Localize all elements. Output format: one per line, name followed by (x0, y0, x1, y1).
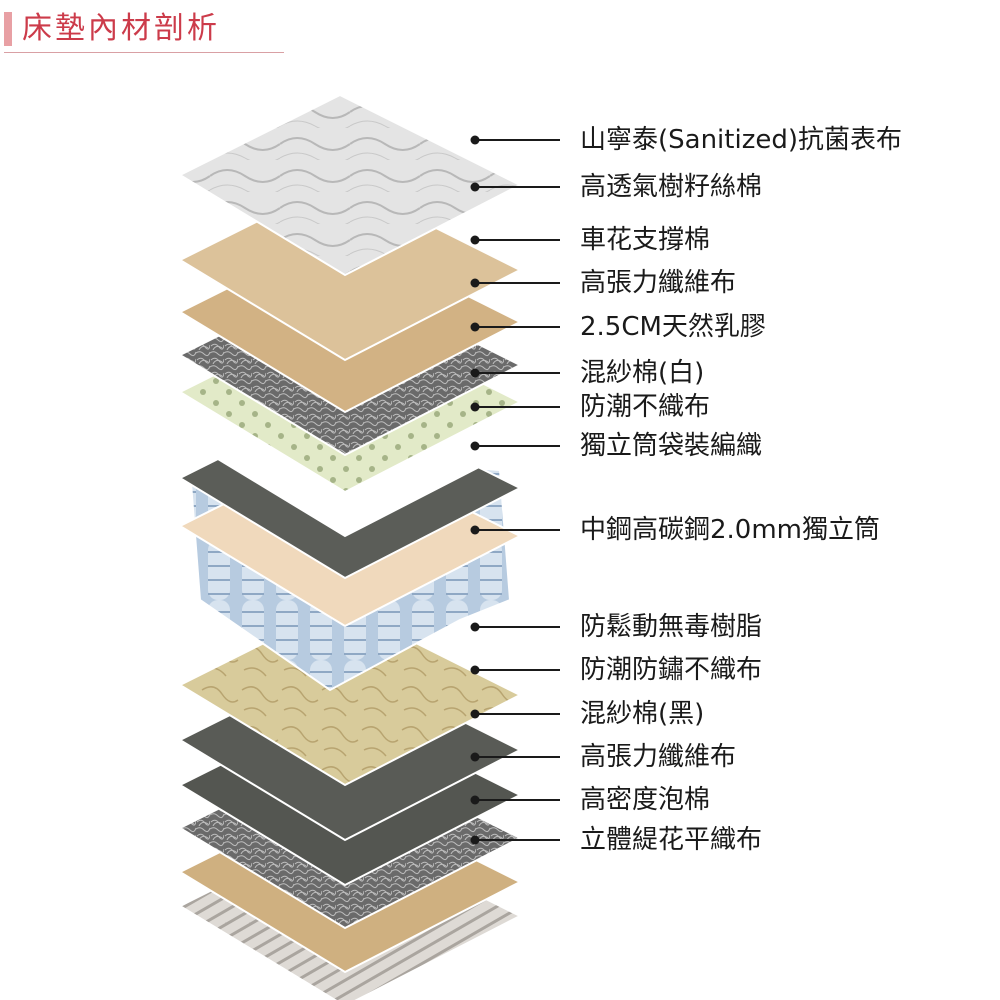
layer-label: 混紗棉(黑) (580, 699, 705, 729)
layer-label: 中鋼高碳鋼2.0mm獨立筒 (580, 515, 881, 545)
layer-label: 防潮不織布 (580, 392, 711, 422)
layer-label: 防鬆動無毒樹脂 (580, 612, 763, 642)
layer-label: 高密度泡棉 (580, 785, 711, 815)
layer-label: 立體緹花平織布 (580, 825, 763, 855)
layer-label: 車花支撐棉 (580, 225, 711, 255)
leader-dot (470, 135, 480, 145)
layer-label: 防潮防鏽不織布 (580, 655, 763, 685)
layer-label: 2.5CM天然乳膠 (580, 312, 766, 342)
leader-dot (470, 368, 480, 378)
page-title: 床墊內材剖析 (22, 11, 220, 46)
layer-label: 山寧泰(Sanitized)抗菌表布 (580, 125, 902, 155)
leader-dot (470, 752, 480, 762)
leader-dot (470, 235, 480, 245)
page-header: 床墊內材剖析 (0, 8, 290, 53)
leader-dot (470, 795, 480, 805)
mattress-layer (177, 93, 523, 277)
leader-dot (470, 402, 480, 412)
layer-label: 高張力纖維布 (580, 742, 737, 772)
header-underline (4, 52, 284, 53)
leader-dot (470, 182, 480, 192)
leader-dot (470, 835, 480, 845)
header-accent-bar (4, 12, 12, 46)
leader-dot (470, 622, 480, 632)
layer-label: 獨立筒袋裝編織 (580, 431, 763, 461)
leader-dot (470, 525, 480, 535)
leader-dot (470, 441, 480, 451)
leader-dot (470, 278, 480, 288)
leader-dot (470, 709, 480, 719)
leader-dot (470, 665, 480, 675)
leader-dot (470, 322, 480, 332)
mattress-layer (177, 603, 523, 787)
layer-label: 高張力纖維布 (580, 268, 737, 298)
layer-label: 混紗棉(白) (580, 358, 705, 388)
layer-label: 高透氣樹籽絲棉 (580, 172, 763, 202)
